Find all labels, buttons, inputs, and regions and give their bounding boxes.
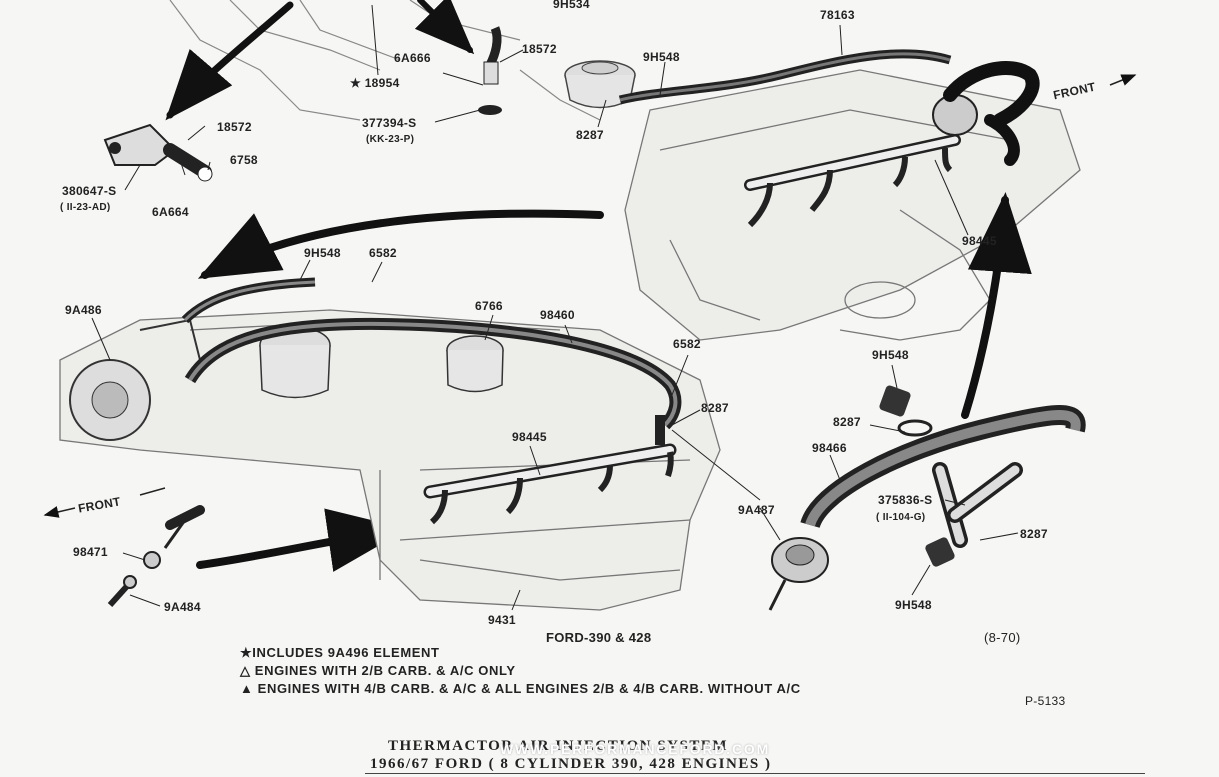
label-98445-lower: 98445: [512, 430, 547, 444]
label-ford-390-428: FORD-390 & 428: [546, 630, 652, 645]
tee-fitting: [932, 462, 1023, 548]
label-ii104g: ( II-104-G): [876, 512, 926, 523]
air-pump-top: [932, 60, 1040, 166]
engine-block-lower: [59, 309, 721, 611]
label-6582-right: 6582: [673, 337, 701, 351]
label-18572-left: 18572: [217, 120, 252, 134]
label-6a664: 6A664: [152, 205, 189, 219]
arrow-curve-top-mid: [414, 0, 475, 55]
note-engines-4b: ▲ ENGINES WITH 4/B CARB. & A/C & ALL ENG…: [240, 681, 801, 696]
manifold-top-98445: [744, 134, 961, 228]
label-9h548-bottom: 9H548: [895, 598, 932, 612]
front-arrow-top: [1109, 74, 1137, 86]
label-9h548-mid: 9H548: [304, 246, 341, 260]
arrow-curve-bottom: [196, 508, 408, 572]
label-6582-mid: 6582: [369, 246, 397, 260]
label-98471: 98471: [73, 545, 108, 559]
air-cleaner-top: [564, 60, 636, 109]
pcv-valve-left: [103, 123, 213, 182]
arrow-curve-top-left: [165, 1, 294, 121]
label-98466: 98466: [812, 441, 847, 455]
label-8287-lower-right: 8287: [1020, 527, 1048, 541]
label-plate-number: P-5133: [1025, 694, 1066, 708]
label-375836s: 375836-S: [878, 493, 933, 507]
small-hose-pieces: [879, 385, 955, 567]
label-9a487: 9A487: [738, 503, 775, 517]
fittings-lower-left: [107, 505, 205, 608]
caption-title: THERMACTOR AIR INJECTION SYSTEM: [388, 738, 729, 754]
label-6a666: 6A666: [394, 51, 431, 65]
note-includes-element: ★INCLUDES 9A496 ELEMENT: [240, 645, 440, 660]
label-18572-top: 18572: [522, 42, 557, 56]
label-377394s: 377394-S: [362, 116, 417, 130]
front-arrow-bottom: [43, 506, 76, 518]
label-6758: 6758: [230, 153, 258, 167]
check-valve-9a487: [768, 537, 829, 611]
label-9431: 9431: [488, 613, 516, 627]
manifold-lower-98445: [423, 415, 677, 525]
label-8287-mid: 8287: [701, 401, 729, 415]
label-9a486: 9A486: [65, 303, 102, 317]
carburetor-lower: [259, 326, 504, 399]
label-9h534: 9H534: [553, 0, 590, 11]
label-8287-top: 8287: [576, 128, 604, 142]
label-98460: 98460: [540, 308, 575, 322]
fitting-top: [478, 26, 502, 115]
caption-underline: [365, 773, 1145, 774]
engine-outline-top-left: [169, 0, 601, 121]
label-9a484: 9A484: [164, 600, 201, 614]
label-9h548-right: 9H548: [872, 348, 909, 362]
label-8287-right: 8287: [833, 415, 861, 429]
watermark: WWW.PERFORMANCEFORD.COM: [500, 741, 771, 757]
label-18954: ★ 18954: [350, 76, 400, 90]
label-6766: 6766: [475, 299, 503, 313]
label-kk23p: (KK-23-P): [366, 134, 415, 145]
label-9h548-top: 9H548: [643, 50, 680, 64]
note-engines-2b: △ ENGINES WITH 2/B CARB. & A/C ONLY: [240, 663, 516, 678]
label-figure-number: (8-70): [984, 630, 1021, 645]
arrow-curve-mid-left: [197, 209, 604, 279]
label-78163: 78163: [820, 8, 855, 22]
arrow-curve-right-up: [961, 192, 1032, 419]
label-380647s: 380647-S: [62, 184, 117, 198]
label-ii23ad: ( II-23-AD): [60, 202, 111, 213]
leader-lines: [91, 4, 1019, 611]
caption-subtitle: 1966/67 FORD ( 8 CYLINDER 390, 428 ENGIN…: [370, 756, 772, 772]
label-98445-top: 98445: [962, 234, 997, 248]
